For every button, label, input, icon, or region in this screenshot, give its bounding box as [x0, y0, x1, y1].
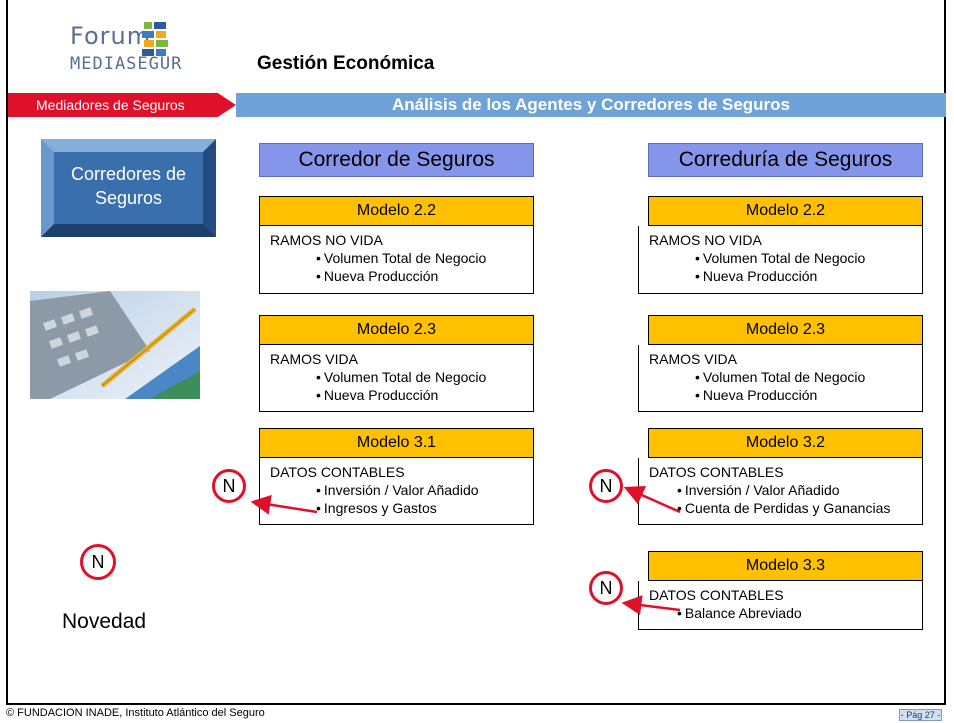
model-section: DATOS CONTABLES — [649, 464, 784, 480]
model-title: Modelo 2.3 — [259, 315, 534, 345]
model-body: RAMOS NO VIDA Volumen Total de Negocio N… — [259, 226, 534, 294]
model-item: Volumen Total de Negocio — [649, 368, 922, 386]
model-item: Volumen Total de Negocio — [270, 368, 533, 386]
new-mark: N — [589, 571, 623, 605]
corredores-box-label: Corredores de Seguros — [70, 164, 187, 208]
model-body: RAMOS VIDA Volumen Total de Negocio Nuev… — [638, 345, 923, 412]
footer-copyright: © FUNDACION INADE, Instituto Atlántico d… — [6, 707, 265, 719]
corredores-box: Corredores de Seguros — [41, 139, 216, 237]
topic-ribbon: Análisis de los Agentes y Corredores de … — [236, 93, 946, 117]
model-title: Modelo 3.1 — [259, 428, 534, 458]
model-title: Modelo 2.2 — [259, 196, 534, 226]
logo: Forum MEDIASEGUR — [70, 22, 181, 80]
model-section: RAMOS NO VIDA — [649, 232, 762, 248]
model-body: DATOS CONTABLES Balance Abreviado — [638, 581, 923, 630]
model-item: Cuenta de Perdidas y Ganancias — [649, 499, 922, 517]
model-title: Modelo 3.2 — [648, 428, 923, 458]
model-section: DATOS CONTABLES — [649, 587, 784, 603]
model-body: DATOS CONTABLES Inversión / Valor Añadid… — [638, 458, 923, 525]
model-item: Nueva Producción — [649, 386, 922, 404]
model-title: Modelo 2.2 — [648, 196, 923, 226]
page-number: - Pág 27 - — [899, 709, 942, 721]
model-body: DATOS CONTABLES Inversión / Valor Añadid… — [259, 458, 534, 525]
col-correduria-header: Correduría de Seguros — [648, 143, 923, 177]
model-item: Volumen Total de Negocio — [270, 249, 533, 267]
legend-novedad-label: Novedad — [62, 610, 147, 633]
model-item: Nueva Producción — [649, 267, 922, 285]
new-mark: N — [589, 469, 623, 503]
model-body: RAMOS NO VIDA Volumen Total de Negocio N… — [638, 226, 923, 294]
logo-blocks-icon — [142, 22, 168, 56]
model-title: Modelo 3.3 — [648, 551, 923, 581]
novedad-arrow — [621, 595, 681, 616]
section-ribbon: Mediadores de Seguros — [8, 93, 236, 117]
model-item: Volumen Total de Negocio — [649, 249, 922, 267]
page-title: Gestión Económica — [257, 53, 435, 74]
model-section: RAMOS NO VIDA — [270, 232, 383, 248]
model-item: Nueva Producción — [270, 267, 533, 285]
novedad-arrow — [250, 494, 318, 515]
model-item: Inversión / Valor Añadido — [270, 481, 533, 499]
logo-forum-text: Forum — [70, 22, 152, 50]
model-item: Nueva Producción — [270, 386, 533, 404]
topic-ribbon-label: Análisis de los Agentes y Corredores de … — [391, 95, 791, 114]
model-section: RAMOS VIDA — [270, 351, 358, 367]
model-section: RAMOS VIDA — [649, 351, 737, 367]
model-body: RAMOS VIDA Volumen Total de Negocio Nuev… — [259, 345, 534, 412]
model-item: Balance Abreviado — [649, 604, 922, 622]
calculator-photo — [30, 291, 200, 399]
model-title: Modelo 2.3 — [648, 315, 923, 345]
legend-new-mark: N — [80, 544, 116, 580]
model-item: Inversión / Valor Añadido — [649, 481, 922, 499]
section-ribbon-label: Mediadores de Seguros — [36, 97, 185, 113]
novedad-arrow — [623, 485, 681, 514]
new-mark: N — [212, 469, 246, 503]
model-item: Ingresos y Gastos — [270, 499, 533, 517]
logo-mediasegur-text: MEDIASEGUR — [70, 54, 183, 74]
col-corredor-header: Corredor de Seguros — [259, 143, 534, 177]
model-section: DATOS CONTABLES — [270, 464, 405, 480]
